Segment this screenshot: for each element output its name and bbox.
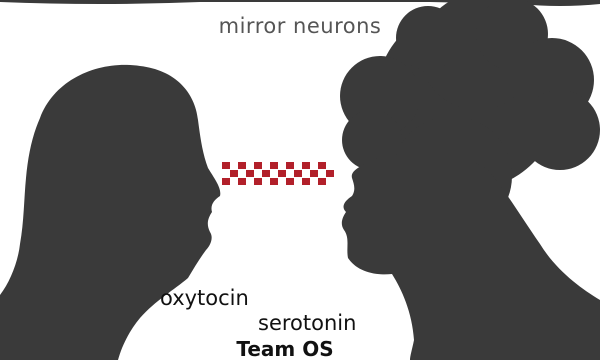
oxytocin-label: oxytocin	[160, 286, 249, 310]
mirror-neurons-label: mirror neurons	[0, 14, 600, 38]
female-head-silhouette	[340, 0, 600, 360]
male-head-silhouette	[0, 65, 220, 360]
mirror-connector	[222, 162, 334, 185]
serotonin-label: serotonin	[258, 311, 356, 335]
team-os-brand: Team OS	[200, 337, 370, 361]
